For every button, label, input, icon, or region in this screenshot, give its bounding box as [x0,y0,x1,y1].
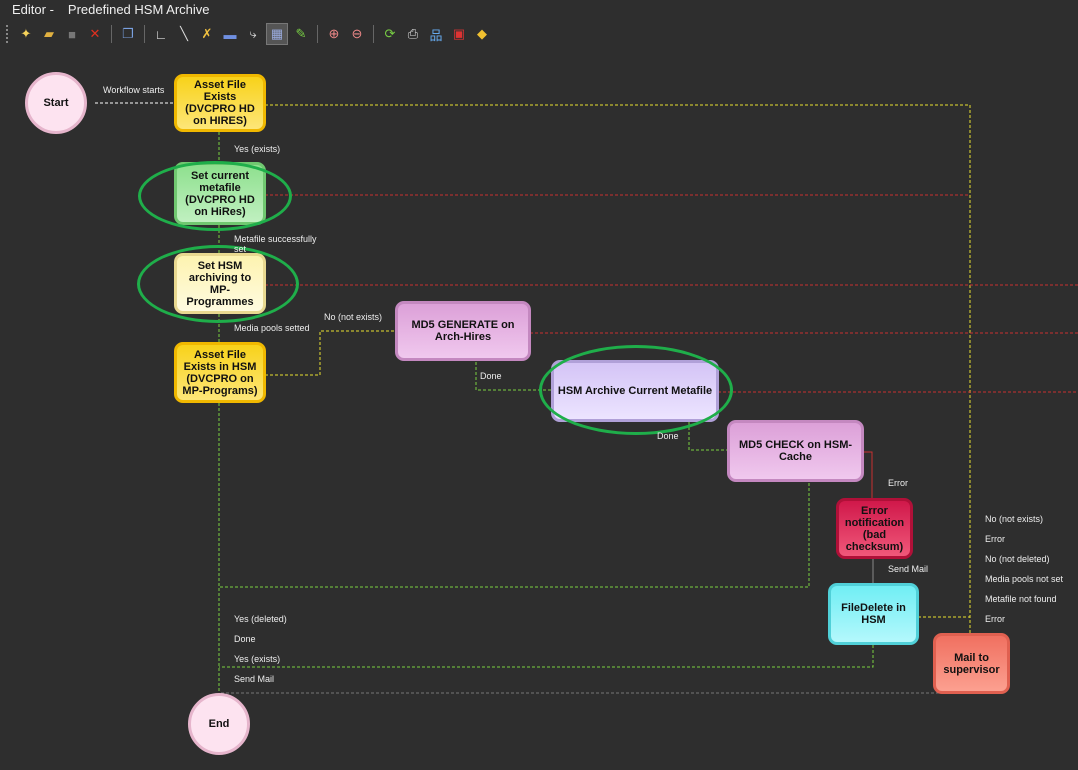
edge-label: Done [234,634,256,644]
edge-label: Done [480,371,502,381]
toolbar: ✦ ▰ ■ ✕ ❐ ∟ ╲ ✗ ▬ ⤷ ▦ ✎ ⊕ ⊖ ⟳ ⎙ 品 ▣ ◆ [0,22,492,46]
edge-label: Error [985,534,1005,544]
zoom-in-button[interactable]: ⊕ [324,24,344,44]
rectangle-button[interactable]: ▬ [220,24,240,44]
new-button[interactable]: ✦ [16,24,36,44]
package-icon: ◆ [477,26,487,41]
new-icon: ✦ [20,26,32,41]
save-button[interactable]: ■ [62,24,82,44]
end-node[interactable]: End [188,693,250,755]
edge-label: Metafile successfully set [234,234,317,254]
edge-delete-yes[interactable] [219,645,874,668]
edge-label: Yes (exists) [234,654,281,664]
edge-check-error[interactable] [863,451,873,498]
node-asset-file-exists-hsm[interactable]: Asset File Exists in HSM (DVCPRO on MP-P… [174,342,266,403]
toolbar-separator [317,25,318,43]
edge-label: Workflow starts [103,85,165,95]
node-asset-file-exists-hires[interactable]: Asset File Exists (DVCPRO HD on HIRES) [174,74,266,132]
toolbar-separator [144,25,145,43]
edge-label: No (not deleted) [985,554,1050,564]
straight-connector-button[interactable]: ╲ [174,24,194,44]
node-error-notification[interactable]: Error notification (bad checksum) [836,498,913,559]
zoom-out-button[interactable]: ⊖ [347,24,367,44]
edge-label: Metafile not found [985,594,1057,604]
delete-button[interactable]: ✕ [85,24,105,44]
layout-icon: ▦ [270,26,284,41]
toolbar-grip[interactable] [6,25,10,43]
node-file-delete-hsm[interactable]: FileDelete in HSM [828,583,919,645]
highlighter-icon: ✎ [295,26,307,41]
route-connector-icon: ⤷ [249,26,257,41]
print-button[interactable]: ⎙ [403,24,423,44]
print-icon: ⎙ [407,26,419,41]
edge-archive-done[interactable] [688,422,727,451]
highlighter-button[interactable]: ✎ [291,24,311,44]
export-pdf-icon: ▣ [452,26,466,41]
straight-connector-icon: ╲ [180,26,188,41]
toolbar-separator [111,25,112,43]
node-md5-generate[interactable]: MD5 GENERATE on Arch-Hires [395,301,531,361]
refresh-button[interactable]: ⟳ [380,24,400,44]
start-node[interactable]: Start [25,72,87,134]
edge-not-exists[interactable] [265,330,395,376]
save-icon: ■ [68,26,76,42]
edge-label: Error [888,478,908,488]
node-md5-check[interactable]: MD5 CHECK on HSM-Cache [727,420,864,482]
highlight-ellipse [137,245,299,323]
layout-button[interactable]: ▦ [266,23,288,45]
zoom-in-icon: ⊕ [328,26,340,41]
edge-label: Send Mail [234,674,275,684]
copy-icon: ❐ [122,26,134,41]
route-connector-button[interactable]: ⤷ [243,24,263,44]
toolbar-separator [373,25,374,43]
zoom-out-icon: ⊖ [351,26,363,41]
highlight-ellipse [539,345,733,435]
open-folder-icon: ▰ [44,26,54,41]
window-title: Editor -Predefined HSM Archive [12,2,210,17]
copy-button[interactable]: ❐ [118,24,138,44]
orthogonal-connector-button[interactable]: ∟ [151,24,171,44]
delete-icon: ✕ [89,26,101,41]
edge-label: No (not exists) [324,312,383,322]
orthogonal-connector-icon: ∟ [154,26,168,42]
edge-label: Yes (exists) [234,144,281,154]
edge-label: Done [657,431,679,441]
edge-md5-done[interactable] [475,362,551,391]
hierarchy-button[interactable]: 品 [426,24,446,44]
edge-label: Media pools not set [985,574,1064,584]
export-pdf-button[interactable]: ▣ [449,24,469,44]
edge-error-lines[interactable] [265,194,1078,393]
edge-label: No (not exists) [985,514,1044,524]
edge-check-done[interactable] [219,483,810,588]
refresh-icon: ⟳ [384,26,396,41]
node-mail-to-supervisor[interactable]: Mail to supervisor [933,633,1010,694]
rectangle-icon: ▬ [223,26,237,42]
package-button[interactable]: ◆ [472,24,492,44]
hierarchy-icon: 品 [429,27,443,43]
edge-label: Yes (deleted) [234,614,287,624]
tools-icon: ✗ [201,26,213,41]
open-folder-button[interactable]: ▰ [39,24,59,44]
tools-button[interactable]: ✗ [197,24,217,44]
edge-label: Media pools setted [234,323,310,333]
edge-asset-no[interactable] [265,104,971,633]
edge-label: Error [985,614,1005,624]
edge-label: Send Mail [888,564,929,574]
highlight-ellipse [138,161,292,231]
